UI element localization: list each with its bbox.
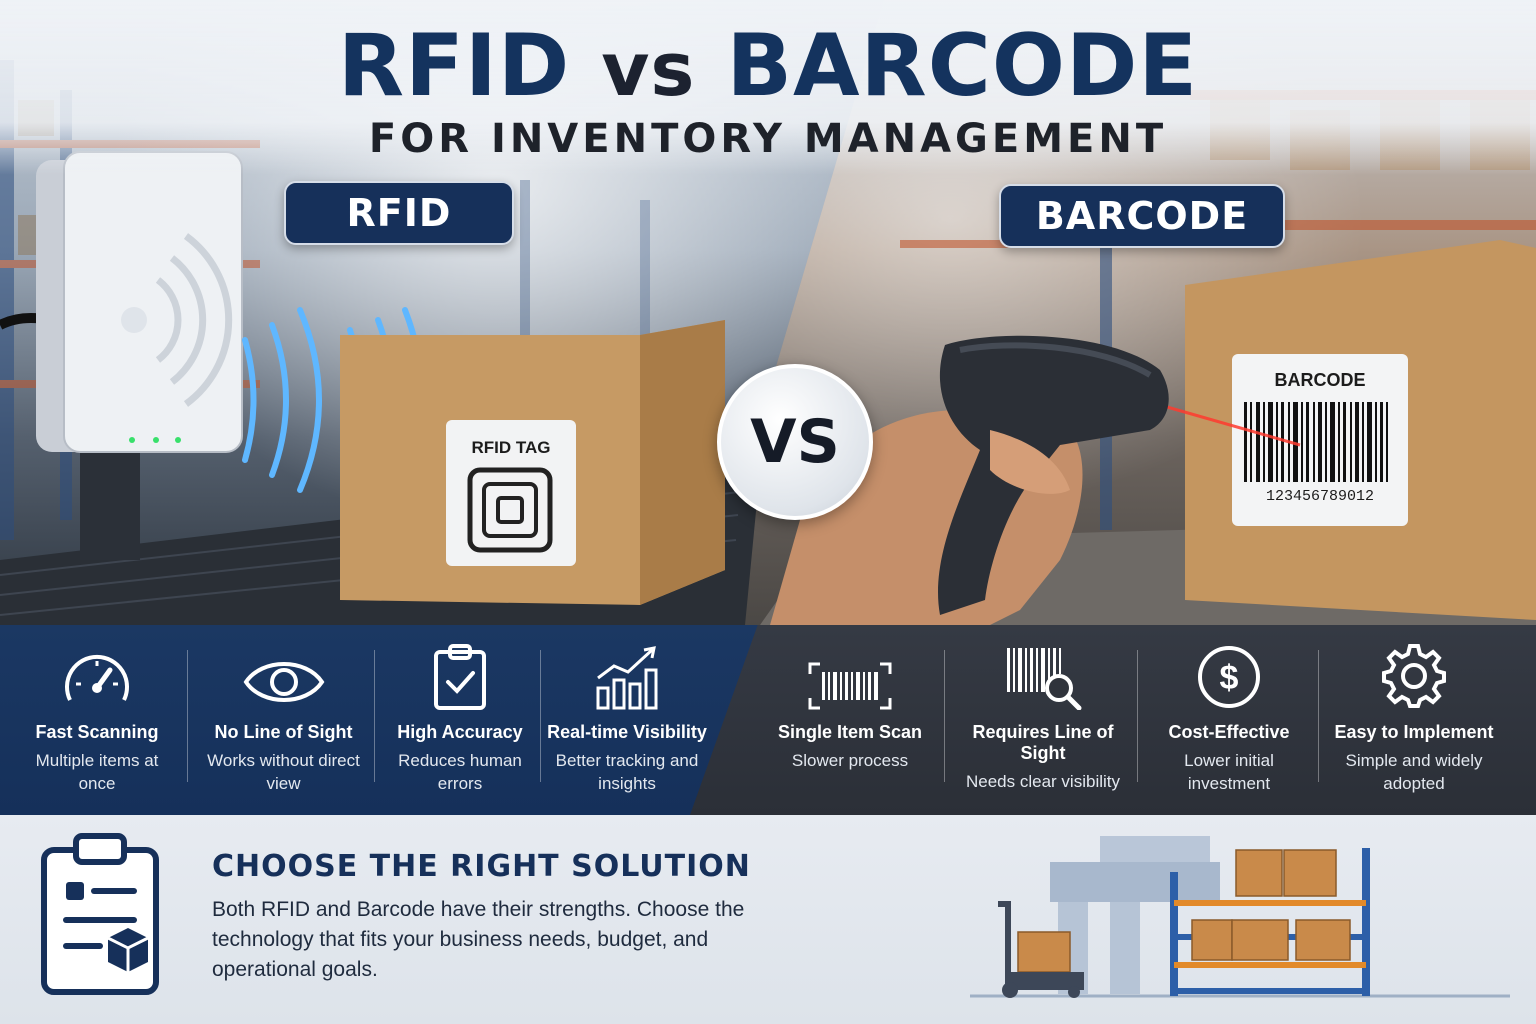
feature-description: Reduces human errors <box>398 751 522 793</box>
feature-description: Simple and widely adopted <box>1345 751 1483 793</box>
feature-description: Multiple items at once <box>35 751 159 793</box>
warehouse-illustration <box>970 836 1510 998</box>
feature-divider <box>540 650 541 782</box>
solution-heading: CHOOSE THE RIGHT SOLUTION <box>212 849 751 884</box>
feature-description: Works without direct view <box>207 751 360 793</box>
title-barcode: BARCODE <box>726 16 1199 116</box>
title-rfid: RFID <box>337 16 571 116</box>
clipboard-check-icon <box>434 644 486 710</box>
subtitle: FOR INVENTORY MANAGEMENT <box>368 116 1168 162</box>
feature-title: Requires Line of Sight <box>972 722 1114 763</box>
feature-no-line-of-sight: No Line of Sight Works without direct vi… <box>196 638 371 808</box>
dollar-icon: $ <box>1198 646 1260 708</box>
feature-description: Better tracking and insights <box>555 751 699 793</box>
feature-divider <box>1137 650 1138 782</box>
rfid-pill: RFID <box>284 181 514 245</box>
feature-title: No Line of Sight <box>214 722 353 742</box>
feature-fast-scanning: Fast Scanning Multiple items at once <box>8 638 186 808</box>
barcode-label-title: BARCODE <box>1274 370 1366 390</box>
feature-title: Cost-Effective <box>1168 722 1290 742</box>
feature-requires-line-of-sight: Requires Line of Sight Needs clear visib… <box>950 638 1136 808</box>
feature-title: Easy to Implement <box>1334 722 1494 742</box>
feature-divider <box>187 650 188 782</box>
barcode-number: 123456789012 <box>1265 488 1375 505</box>
feature-easy-to-implement: Easy to Implement Simple and widely adop… <box>1324 638 1504 808</box>
feature-description: Needs clear visibility <box>966 772 1120 791</box>
feature-title: Single Item Scan <box>777 722 923 742</box>
speedometer-icon <box>65 655 129 701</box>
rfid-tag-label: RFID TAG <box>471 438 551 457</box>
rfid-cardboard-box <box>340 320 725 605</box>
feature-title: Real-time Visibility <box>547 722 707 742</box>
laser-beam <box>1159 403 1301 447</box>
rfid-reader-device <box>0 151 243 560</box>
feature-title: Fast Scanning <box>35 722 159 742</box>
svg-text:$: $ <box>1220 659 1239 697</box>
eye-icon <box>243 662 324 702</box>
feature-description: Slower process <box>791 751 909 770</box>
barcode-scan-icon <box>808 662 892 710</box>
solution-body: Both RFID and Barcode have their strengt… <box>212 898 745 981</box>
barcode-magnifier-icon <box>1007 648 1082 710</box>
feature-real-time-visibility: Real-time Visibility Better tracking and… <box>546 638 708 808</box>
feature-divider <box>374 650 375 782</box>
vs-badge: VS <box>717 364 873 520</box>
gear-icon <box>1382 644 1446 708</box>
barcode-pill: BARCODE <box>999 184 1285 248</box>
title-vs: vs <box>601 27 696 113</box>
feature-description: Lower initial investment <box>1184 751 1274 793</box>
main-title: RFID vs BARCODE <box>0 16 1536 116</box>
feature-high-accuracy: High Accuracy Reduces human errors <box>380 638 540 808</box>
title-band <box>0 0 1536 175</box>
feature-divider <box>1318 650 1319 782</box>
clipboard-icon <box>41 833 159 995</box>
feature-divider <box>944 650 945 782</box>
rfid-features-band <box>0 625 760 815</box>
barcode-cardboard-box <box>1185 240 1536 620</box>
feature-cost-effective: $ Cost-Effective Lower initial investmen… <box>1143 638 1315 808</box>
feature-title: High Accuracy <box>397 722 523 742</box>
feature-single-item-scan: Single Item Scan Slower process <box>762 638 938 808</box>
chart-growth-icon <box>596 646 658 710</box>
barcode-features-band <box>690 625 1536 815</box>
hero-scene-illustration <box>0 60 1536 625</box>
